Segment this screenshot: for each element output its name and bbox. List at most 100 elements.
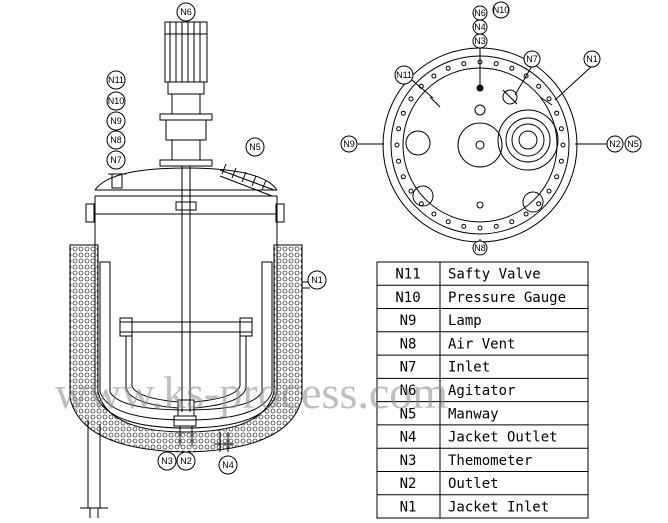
tag-n8: N8 bbox=[106, 130, 126, 150]
bolt-hole bbox=[558, 126, 564, 132]
bolt-hole bbox=[546, 96, 552, 102]
tag-n6: N6 bbox=[176, 2, 196, 22]
svg-text:N11: N11 bbox=[108, 75, 124, 85]
top-view-tags: N6 N4 N3 N10 N7 N1 N11 N9 bbox=[340, 1, 642, 256]
top-tag-n4: N4 bbox=[472, 19, 488, 35]
svg-text:N8: N8 bbox=[474, 243, 486, 253]
legend-code: N10 bbox=[395, 290, 420, 306]
top-view-agitator-nozzle bbox=[457, 122, 503, 168]
top-tag-n8: N8 bbox=[472, 240, 488, 256]
bolt-hole bbox=[408, 188, 414, 194]
legend-code: N9 bbox=[400, 313, 417, 329]
bolt-hole bbox=[554, 174, 560, 180]
legend-name: Jacket Inlet bbox=[448, 499, 549, 515]
bolt-hole bbox=[509, 65, 515, 71]
tag-n5: N5 bbox=[245, 137, 265, 157]
tag-n4: N4 bbox=[218, 455, 238, 475]
anchor-agitator bbox=[119, 317, 253, 417]
legend-code: N6 bbox=[400, 383, 417, 399]
top-tag-n11: N11 bbox=[394, 65, 414, 85]
bolt-hole bbox=[546, 188, 552, 194]
legend-code: N4 bbox=[400, 430, 417, 446]
svg-text:N7: N7 bbox=[526, 54, 538, 64]
legend-name: Outlet bbox=[448, 476, 499, 492]
legend-name: Safty Valve bbox=[448, 267, 541, 283]
svg-text:N9: N9 bbox=[110, 116, 122, 126]
svg-text:N5: N5 bbox=[249, 142, 261, 152]
bolt-hole bbox=[536, 201, 542, 207]
bolt-hole bbox=[394, 142, 400, 148]
top-tag-n6: N6 bbox=[472, 5, 488, 21]
legend-name: Air Vent bbox=[448, 337, 515, 353]
side-view-tags: N6 N11 N10 N9 N8 N7 N5 N1 bbox=[106, 2, 327, 475]
svg-text:N2: N2 bbox=[180, 456, 192, 466]
bolt-hole bbox=[431, 73, 437, 79]
svg-text:N7: N7 bbox=[110, 155, 122, 165]
bolt-hole bbox=[461, 223, 467, 229]
legend-code: N3 bbox=[400, 453, 417, 469]
svg-text:N11: N11 bbox=[396, 70, 412, 80]
bolt-hole bbox=[558, 158, 564, 164]
heating-jacket bbox=[99, 261, 273, 421]
bolt-hole bbox=[560, 142, 566, 148]
svg-text:N1: N1 bbox=[311, 275, 323, 285]
svg-text:N3: N3 bbox=[474, 36, 486, 46]
agitator-motor bbox=[159, 21, 213, 167]
top-tag-n10: N10 bbox=[492, 1, 510, 19]
bolt-hole bbox=[493, 61, 499, 67]
manway bbox=[219, 163, 275, 197]
svg-text:N4: N4 bbox=[474, 22, 486, 32]
svg-text:N2: N2 bbox=[609, 139, 621, 149]
svg-text:N1: N1 bbox=[586, 54, 598, 64]
bolt-hole bbox=[477, 225, 483, 231]
bolt-hole bbox=[400, 110, 406, 116]
tag-n3: N3 bbox=[157, 451, 177, 471]
bolt-hole bbox=[523, 211, 529, 217]
tag-n7: N7 bbox=[106, 150, 126, 170]
svg-text:N3: N3 bbox=[161, 456, 173, 466]
legend-name: Inlet bbox=[448, 360, 490, 376]
top-tag-n1: N1 bbox=[583, 50, 601, 68]
bolt-hole bbox=[400, 174, 406, 180]
bolt-hole bbox=[523, 73, 529, 79]
tag-n1: N1 bbox=[307, 270, 327, 290]
top-head bbox=[94, 167, 278, 191]
bolt-hole bbox=[408, 96, 414, 102]
tag-n11: N11 bbox=[106, 70, 126, 90]
legend-code: N7 bbox=[400, 360, 417, 376]
svg-text:N9: N9 bbox=[343, 139, 355, 149]
top-tag-n7: N7 bbox=[523, 50, 541, 68]
tag-n10: N10 bbox=[106, 91, 126, 111]
bolt-hole bbox=[431, 211, 437, 217]
bolt-hole bbox=[445, 65, 451, 71]
svg-text:N10: N10 bbox=[108, 96, 125, 106]
side-view bbox=[69, 21, 310, 518]
legend-name: Jacket Outlet bbox=[448, 430, 558, 446]
legend-code: N2 bbox=[400, 476, 417, 492]
svg-text:N8: N8 bbox=[110, 135, 122, 145]
bolt-hole bbox=[396, 126, 402, 132]
top-tag-n9: N9 bbox=[340, 135, 358, 153]
legend-name: Pressure Gauge bbox=[448, 290, 566, 306]
legend-name: Lamp bbox=[448, 313, 482, 329]
legend-code: N1 bbox=[400, 499, 417, 515]
bolt-hole bbox=[396, 158, 402, 164]
svg-text:N6: N6 bbox=[180, 7, 192, 17]
svg-text:N5: N5 bbox=[627, 139, 639, 149]
legend-name: Themometer bbox=[448, 453, 532, 469]
bolt-hole bbox=[493, 223, 499, 229]
bolt-hole bbox=[461, 61, 467, 67]
svg-text:N10: N10 bbox=[493, 5, 510, 15]
bolt-hole bbox=[445, 219, 451, 225]
top-view-manway bbox=[497, 109, 559, 171]
top-tag-n5: N5 bbox=[624, 135, 642, 153]
legend-code: N8 bbox=[400, 337, 417, 353]
svg-text:N4: N4 bbox=[222, 460, 234, 470]
legend-code: N5 bbox=[400, 406, 417, 422]
legend-name: Agitator bbox=[448, 383, 515, 399]
svg-text:N6: N6 bbox=[474, 8, 486, 18]
bolt-hole bbox=[554, 110, 560, 116]
tag-n2: N2 bbox=[176, 451, 196, 471]
watermark-text: www.ks-process.com bbox=[55, 367, 448, 418]
